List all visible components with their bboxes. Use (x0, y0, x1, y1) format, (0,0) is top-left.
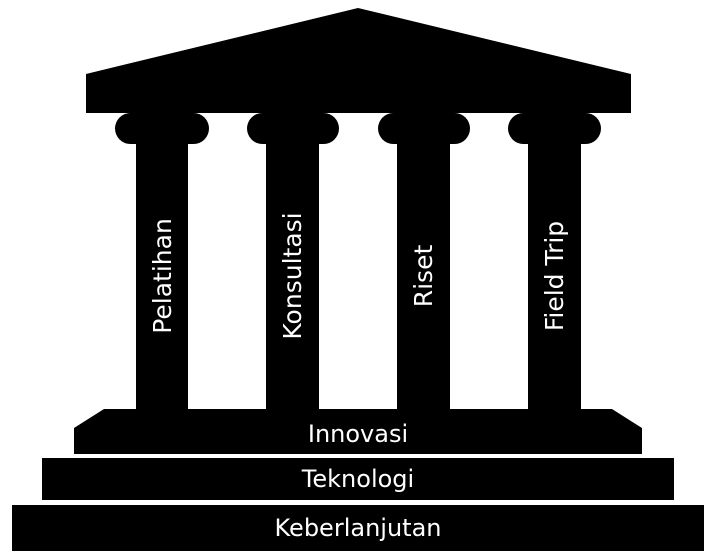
pillar-pelatihan: Pelatihan (115, 113, 209, 412)
pillar-konsultasi: Konsultasi (247, 113, 339, 412)
step-label: Innovasi (308, 420, 408, 448)
step-teknologi: Teknologi (42, 458, 674, 500)
temple-roof (86, 8, 631, 113)
pillar-shaft (397, 140, 450, 412)
pillar-capital (508, 113, 601, 144)
pillar-label: Riset (409, 245, 438, 308)
step-base (42, 458, 674, 500)
pillar-label: Field Trip (540, 221, 569, 331)
pillar-capital (378, 113, 470, 144)
pillar-capital (115, 113, 209, 144)
step-base (74, 409, 642, 454)
pillar-field-trip: Field Trip (508, 113, 601, 412)
step-innovasi: Innovasi (74, 409, 642, 454)
step-label: Teknologi (301, 465, 414, 493)
step-keberlanjutan: Keberlanjutan (12, 505, 704, 551)
step-label: Keberlanjutan (275, 514, 442, 542)
pillar-label: Konsultasi (278, 212, 307, 339)
step-base (12, 505, 704, 551)
pillar-riset: Riset (378, 113, 470, 412)
pillar-shaft (266, 140, 319, 412)
pillar-shaft (528, 140, 581, 412)
pillar-label: Pelatihan (148, 218, 177, 334)
pillar-shaft (136, 140, 188, 412)
pillar-capital (247, 113, 339, 144)
